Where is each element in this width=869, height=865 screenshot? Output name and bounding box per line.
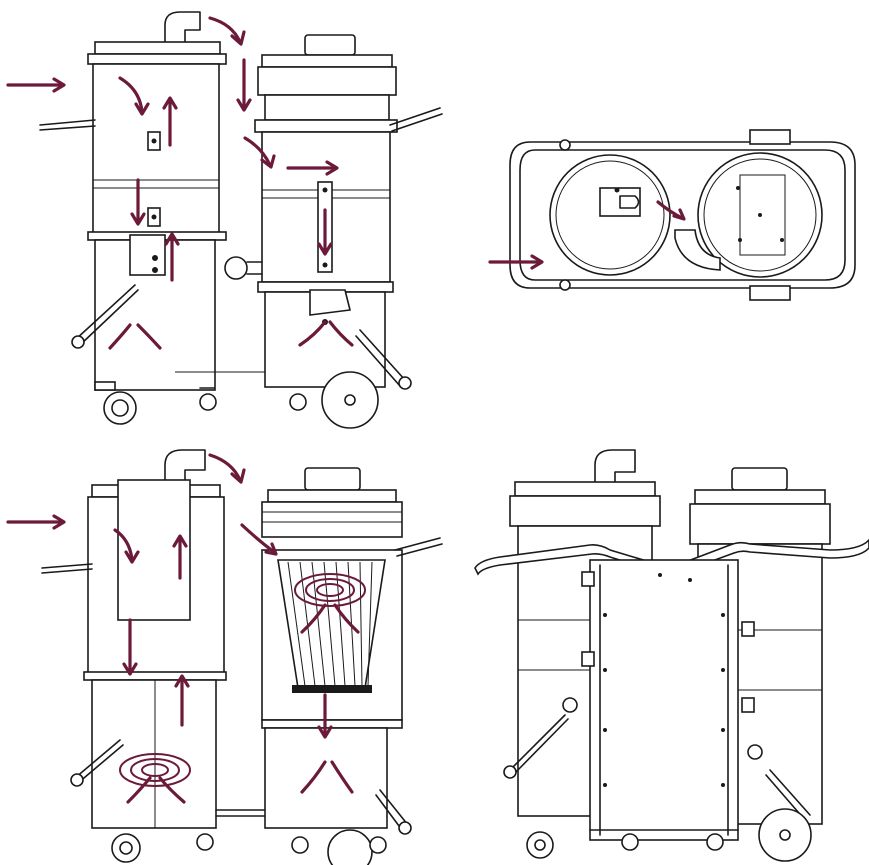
left-unit — [39, 11, 270, 425]
connector-pipe — [674, 229, 721, 271]
cutaway-flow-arrows — [6, 453, 366, 804]
top-view-drawing — [488, 129, 856, 301]
right-unit — [224, 34, 443, 429]
flow-arrows — [6, 16, 354, 350]
left-unit-cutaway — [41, 449, 271, 863]
filter-spiral-icon — [294, 573, 366, 607]
view-top — [470, 120, 869, 310]
right-unit-cutaway — [261, 467, 443, 865]
view-rear-frame — [470, 440, 869, 865]
side-exterior-drawing — [6, 11, 443, 429]
cyclone-spiral-icon — [119, 753, 191, 787]
rear-frame-drawing — [474, 449, 869, 862]
side-cutaway-drawing — [6, 449, 443, 865]
right-drum-top — [697, 152, 823, 278]
view-side-cutaway — [0, 440, 450, 865]
handle-frame-icon — [474, 538, 869, 841]
top-flow-arrows — [488, 200, 686, 270]
rear-legs-wheels — [503, 714, 812, 862]
left-drum-top — [549, 154, 671, 276]
frame-outline — [509, 129, 856, 301]
rear-locks — [562, 571, 763, 760]
view-side-exterior — [0, 0, 450, 430]
